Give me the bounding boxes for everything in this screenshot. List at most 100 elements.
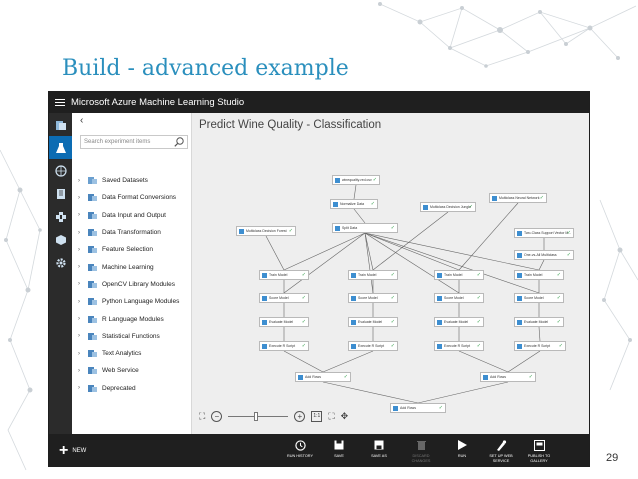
- palette-item[interactable]: ›Data Input and Output: [72, 207, 192, 224]
- status-check-icon: ✓: [372, 177, 377, 183]
- chevron-right-icon[interactable]: ›: [78, 177, 80, 184]
- slide-title: Build - advanced example: [62, 56, 349, 81]
- set-up-web-service-button[interactable]: SET UP WEB SERVICE: [484, 438, 518, 463]
- palette-item[interactable]: ›Text Analytics: [72, 345, 192, 362]
- module-node[interactable]: One-vs-All Multiclass✓: [514, 250, 574, 260]
- select-mode-icon[interactable]: ⛶: [328, 410, 335, 421]
- settings-gear-icon[interactable]: [49, 251, 72, 274]
- module-node[interactable]: winequality-red.csv✓: [332, 175, 380, 185]
- save-button[interactable]: SAVE: [322, 438, 356, 459]
- notebooks-icon[interactable]: [49, 182, 72, 205]
- transform-icon: [87, 228, 99, 238]
- collapse-palette-chevron-icon[interactable]: ‹: [80, 115, 84, 126]
- module-node[interactable]: Add Rows✓: [390, 403, 446, 413]
- pan-mode-icon[interactable]: ✥: [340, 410, 349, 421]
- chevron-right-icon[interactable]: ›: [78, 194, 80, 201]
- datasets-icon[interactable]: [49, 205, 72, 228]
- status-check-icon: ✓: [301, 295, 306, 301]
- module-node[interactable]: Add Rows✓: [480, 372, 536, 382]
- chevron-right-icon[interactable]: ›: [78, 212, 80, 219]
- input-output-icon: [87, 210, 99, 220]
- play-icon: [445, 438, 479, 452]
- trained-models-cube-icon[interactable]: [49, 228, 72, 251]
- experiments-flask-icon[interactable]: [49, 136, 72, 159]
- chevron-right-icon[interactable]: ›: [78, 246, 80, 253]
- module-node[interactable]: Execute R Script✓: [514, 341, 566, 351]
- palette-item[interactable]: ›Python Language Modules: [72, 293, 192, 310]
- web-services-globe-icon[interactable]: [49, 159, 72, 182]
- hamburger-menu-icon[interactable]: [49, 92, 71, 113]
- module-node[interactable]: Execute R Script✓: [348, 341, 398, 351]
- module-node[interactable]: Evaluate Model✓: [259, 317, 309, 327]
- zoom-in-icon[interactable]: +: [294, 410, 306, 422]
- palette-item[interactable]: ›Saved Datasets: [72, 172, 192, 189]
- palette-item[interactable]: ›Statistical Functions: [72, 328, 192, 345]
- palette-item[interactable]: ›R Language Modules: [72, 310, 192, 327]
- chevron-right-icon[interactable]: ›: [78, 229, 80, 236]
- module-node[interactable]: Train Model✓: [259, 270, 309, 280]
- module-node[interactable]: Train Model✓: [514, 270, 564, 280]
- connection-line: [364, 232, 374, 294]
- palette-item[interactable]: ›Web Service: [72, 362, 192, 379]
- module-node[interactable]: Score Model✓: [348, 293, 398, 303]
- chevron-right-icon[interactable]: ›: [78, 264, 80, 271]
- module-node[interactable]: Execute R Script✓: [259, 341, 309, 351]
- actual-size-button[interactable]: 1:1: [311, 410, 323, 422]
- run-history-button[interactable]: RUN HISTORY: [283, 438, 317, 459]
- palette-item[interactable]: ›Feature Selection: [72, 241, 192, 258]
- module-icon: [393, 405, 398, 411]
- module-label: Evaluate Model: [358, 320, 383, 324]
- chevron-right-icon[interactable]: ›: [78, 281, 80, 288]
- module-node[interactable]: Add Rows✓: [295, 372, 351, 382]
- module-node[interactable]: Score Model✓: [514, 293, 564, 303]
- chevron-right-icon[interactable]: ›: [78, 367, 80, 374]
- status-check-icon: ✓: [468, 204, 473, 210]
- module-label: Evaluate Model: [444, 320, 469, 324]
- module-node[interactable]: Normalize Data✓: [330, 199, 378, 209]
- experiment-title[interactable]: Predict Wine Quality - Classification: [199, 119, 382, 131]
- module-node[interactable]: Score Model✓: [259, 293, 309, 303]
- status-check-icon: ✓: [476, 295, 481, 301]
- palette-item-label: Deprecated: [102, 384, 136, 392]
- plus-icon: +: [59, 442, 69, 459]
- zoom-slider-thumb[interactable]: [254, 411, 259, 421]
- module-node[interactable]: Evaluate Model✓: [348, 317, 398, 327]
- search-input[interactable]: Search experiment items: [80, 135, 188, 149]
- palette-item[interactable]: ›Data Format Conversions: [72, 189, 192, 206]
- chevron-right-icon[interactable]: ›: [78, 333, 80, 340]
- zoom-out-icon[interactable]: −: [211, 410, 223, 422]
- connection-line: [507, 350, 541, 373]
- palette-item-label: Data Transformation: [102, 229, 161, 237]
- run-button[interactable]: RUN: [445, 438, 479, 459]
- connection-line: [458, 350, 509, 373]
- fit-to-screen-icon[interactable]: ⛶: [199, 410, 206, 421]
- module-node[interactable]: Train Model✓: [434, 270, 484, 280]
- discard-changes-button[interactable]: DISCARD CHANGES: [404, 438, 438, 463]
- palette-item[interactable]: › Data Transformation: [72, 224, 192, 241]
- projects-icon[interactable]: [49, 113, 72, 136]
- palette-item[interactable]: ›OpenCV Library Modules: [72, 276, 192, 293]
- palette-item[interactable]: ›Machine Learning: [72, 258, 192, 275]
- search-icon[interactable]: [173, 136, 185, 148]
- module-node[interactable]: Multiclass Neural Network✓: [489, 193, 547, 203]
- chevron-right-icon[interactable]: ›: [78, 316, 80, 323]
- chevron-right-icon[interactable]: ›: [78, 350, 80, 357]
- module-node[interactable]: Evaluate Model✓: [514, 317, 564, 327]
- chevron-right-icon[interactable]: ›: [78, 298, 80, 305]
- palette-item[interactable]: › Deprecated: [72, 380, 192, 397]
- zoom-slider[interactable]: [228, 411, 289, 421]
- chevron-right-icon[interactable]: ›: [78, 385, 80, 392]
- module-node[interactable]: Multiclass Decision Jungle✓: [420, 202, 476, 212]
- module-node[interactable]: Execute R Script✓: [434, 341, 484, 351]
- module-label: Train Model: [524, 273, 543, 277]
- module-node[interactable]: Split Data✓: [332, 223, 398, 233]
- module-node[interactable]: Train Model✓: [348, 270, 398, 280]
- module-node[interactable]: Multiclass Decision Forest✓: [236, 226, 296, 236]
- new-button[interactable]: + NEW: [59, 442, 87, 459]
- module-node[interactable]: Two-Class Support Vector M...✓: [514, 228, 574, 238]
- module-node[interactable]: Evaluate Model✓: [434, 317, 484, 327]
- experiment-canvas[interactable]: Predict Wine Quality - Classification wi…: [192, 113, 589, 434]
- save-as-button[interactable]: SAVE AS: [362, 438, 396, 459]
- module-node[interactable]: Score Model✓: [434, 293, 484, 303]
- publish-to-gallery-button[interactable]: PUBLISH TO GALLERY: [522, 438, 556, 463]
